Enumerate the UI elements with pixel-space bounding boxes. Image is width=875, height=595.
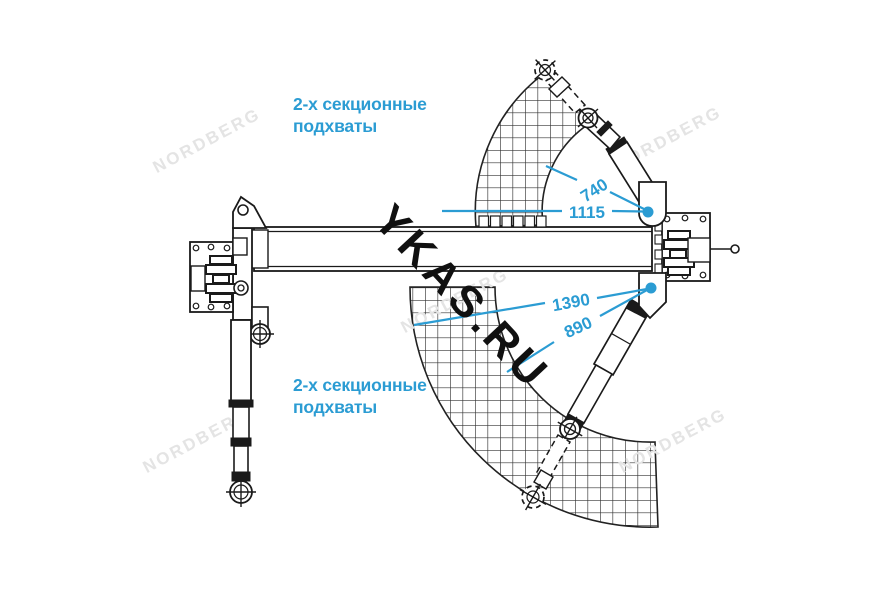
lower-arm-pivot-dot <box>645 282 657 294</box>
dim-740-label: 740 <box>577 175 611 206</box>
crossbeam <box>250 215 653 272</box>
upper-arm-joint <box>577 107 599 129</box>
lower-arms-note-line1: 2-х секционные <box>293 375 427 395</box>
upper-arm-pad-phantom <box>534 59 556 81</box>
upper-arm-pivot-dot <box>642 206 654 218</box>
left-upper-arm-pad <box>246 306 274 348</box>
left-post <box>189 195 268 321</box>
left-lock-mechanism <box>205 255 237 303</box>
dimension-1115: 1115 <box>442 203 645 222</box>
upper-arms-note: 2-х секционные подхваты <box>293 94 427 136</box>
upper-arms-note-line1: 2-х секционные <box>293 94 427 114</box>
dim-1115-label: 1115 <box>569 203 605 222</box>
lower-swing-arm <box>519 272 667 511</box>
lower-arms-note: 2-х секционные подхваты <box>293 375 427 417</box>
left-plate-bolt-holes <box>192 243 231 311</box>
lower-arms-note-line2: подхваты <box>293 397 377 417</box>
lower-arm-joint <box>557 416 583 442</box>
upper-arms-note-line2: подхваты <box>293 116 377 136</box>
upper-arm-shoulder <box>638 181 667 227</box>
nordberg-watermark: NORDBERG <box>150 104 264 177</box>
right-post <box>654 212 740 282</box>
left-lower-arm-pad <box>226 477 256 507</box>
lower-arm-shoulder <box>638 272 667 320</box>
dim-1390-label: 1390 <box>551 290 592 315</box>
right-anchor-pin <box>710 244 740 254</box>
right-rack-teeth <box>654 221 663 274</box>
left-lower-arm <box>226 319 256 507</box>
beam-rack-teeth <box>478 215 547 228</box>
dim-890-label: 890 <box>561 313 595 342</box>
lower-arm-pad-phantom <box>519 483 547 511</box>
upper-swing-arm <box>534 59 667 227</box>
right-lock-mechanism <box>663 230 695 276</box>
